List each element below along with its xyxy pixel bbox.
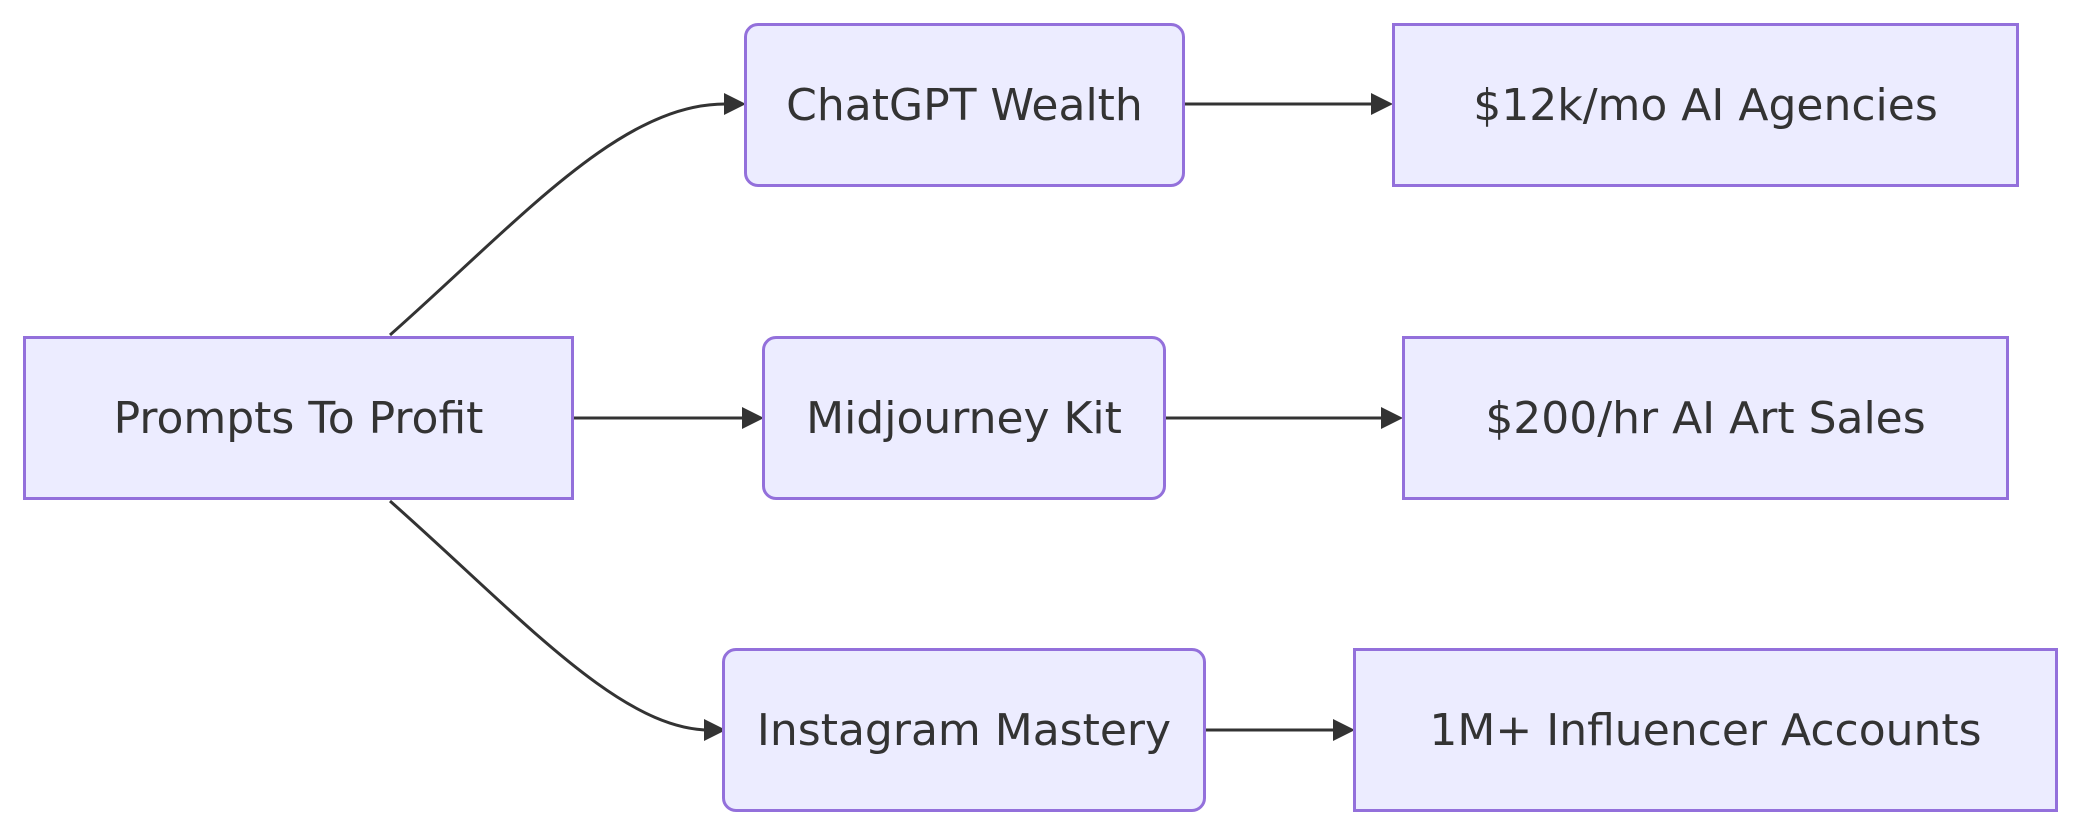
edge-prompts-to-chatgpt: [389, 102, 735, 337]
node-prompts-to-profit: Prompts To Profit: [23, 336, 574, 500]
arrowhead-agencies: [1371, 93, 1393, 115]
arrowhead-midjourney: [742, 407, 764, 429]
node-label: 1M+ Influencer Accounts: [1429, 704, 1982, 756]
node-label: Midjourney Kit: [806, 392, 1122, 444]
node-label: $12k/mo AI Agencies: [1473, 79, 1938, 131]
node-chatgpt-wealth: ChatGPT Wealth: [744, 23, 1185, 187]
arrowhead-chatgpt: [724, 93, 746, 115]
node-ai-agencies: $12k/mo AI Agencies: [1392, 23, 2019, 187]
node-midjourney-kit: Midjourney Kit: [762, 336, 1166, 500]
edge-prompts-to-instagram: [389, 499, 715, 732]
node-label: $200/hr AI Art Sales: [1485, 392, 1926, 444]
node-label: Instagram Mastery: [756, 704, 1172, 756]
node-instagram-mastery: Instagram Mastery: [722, 648, 1206, 812]
arrowhead-artsales: [1381, 407, 1403, 429]
node-ai-art-sales: $200/hr AI Art Sales: [1402, 336, 2009, 500]
node-influencer-accounts: 1M+ Influencer Accounts: [1353, 648, 2058, 812]
node-label: ChatGPT Wealth: [786, 79, 1143, 131]
arrowhead-instagram: [704, 719, 726, 741]
node-label: Prompts To Profit: [113, 392, 484, 444]
arrowhead-influencer: [1333, 719, 1355, 741]
